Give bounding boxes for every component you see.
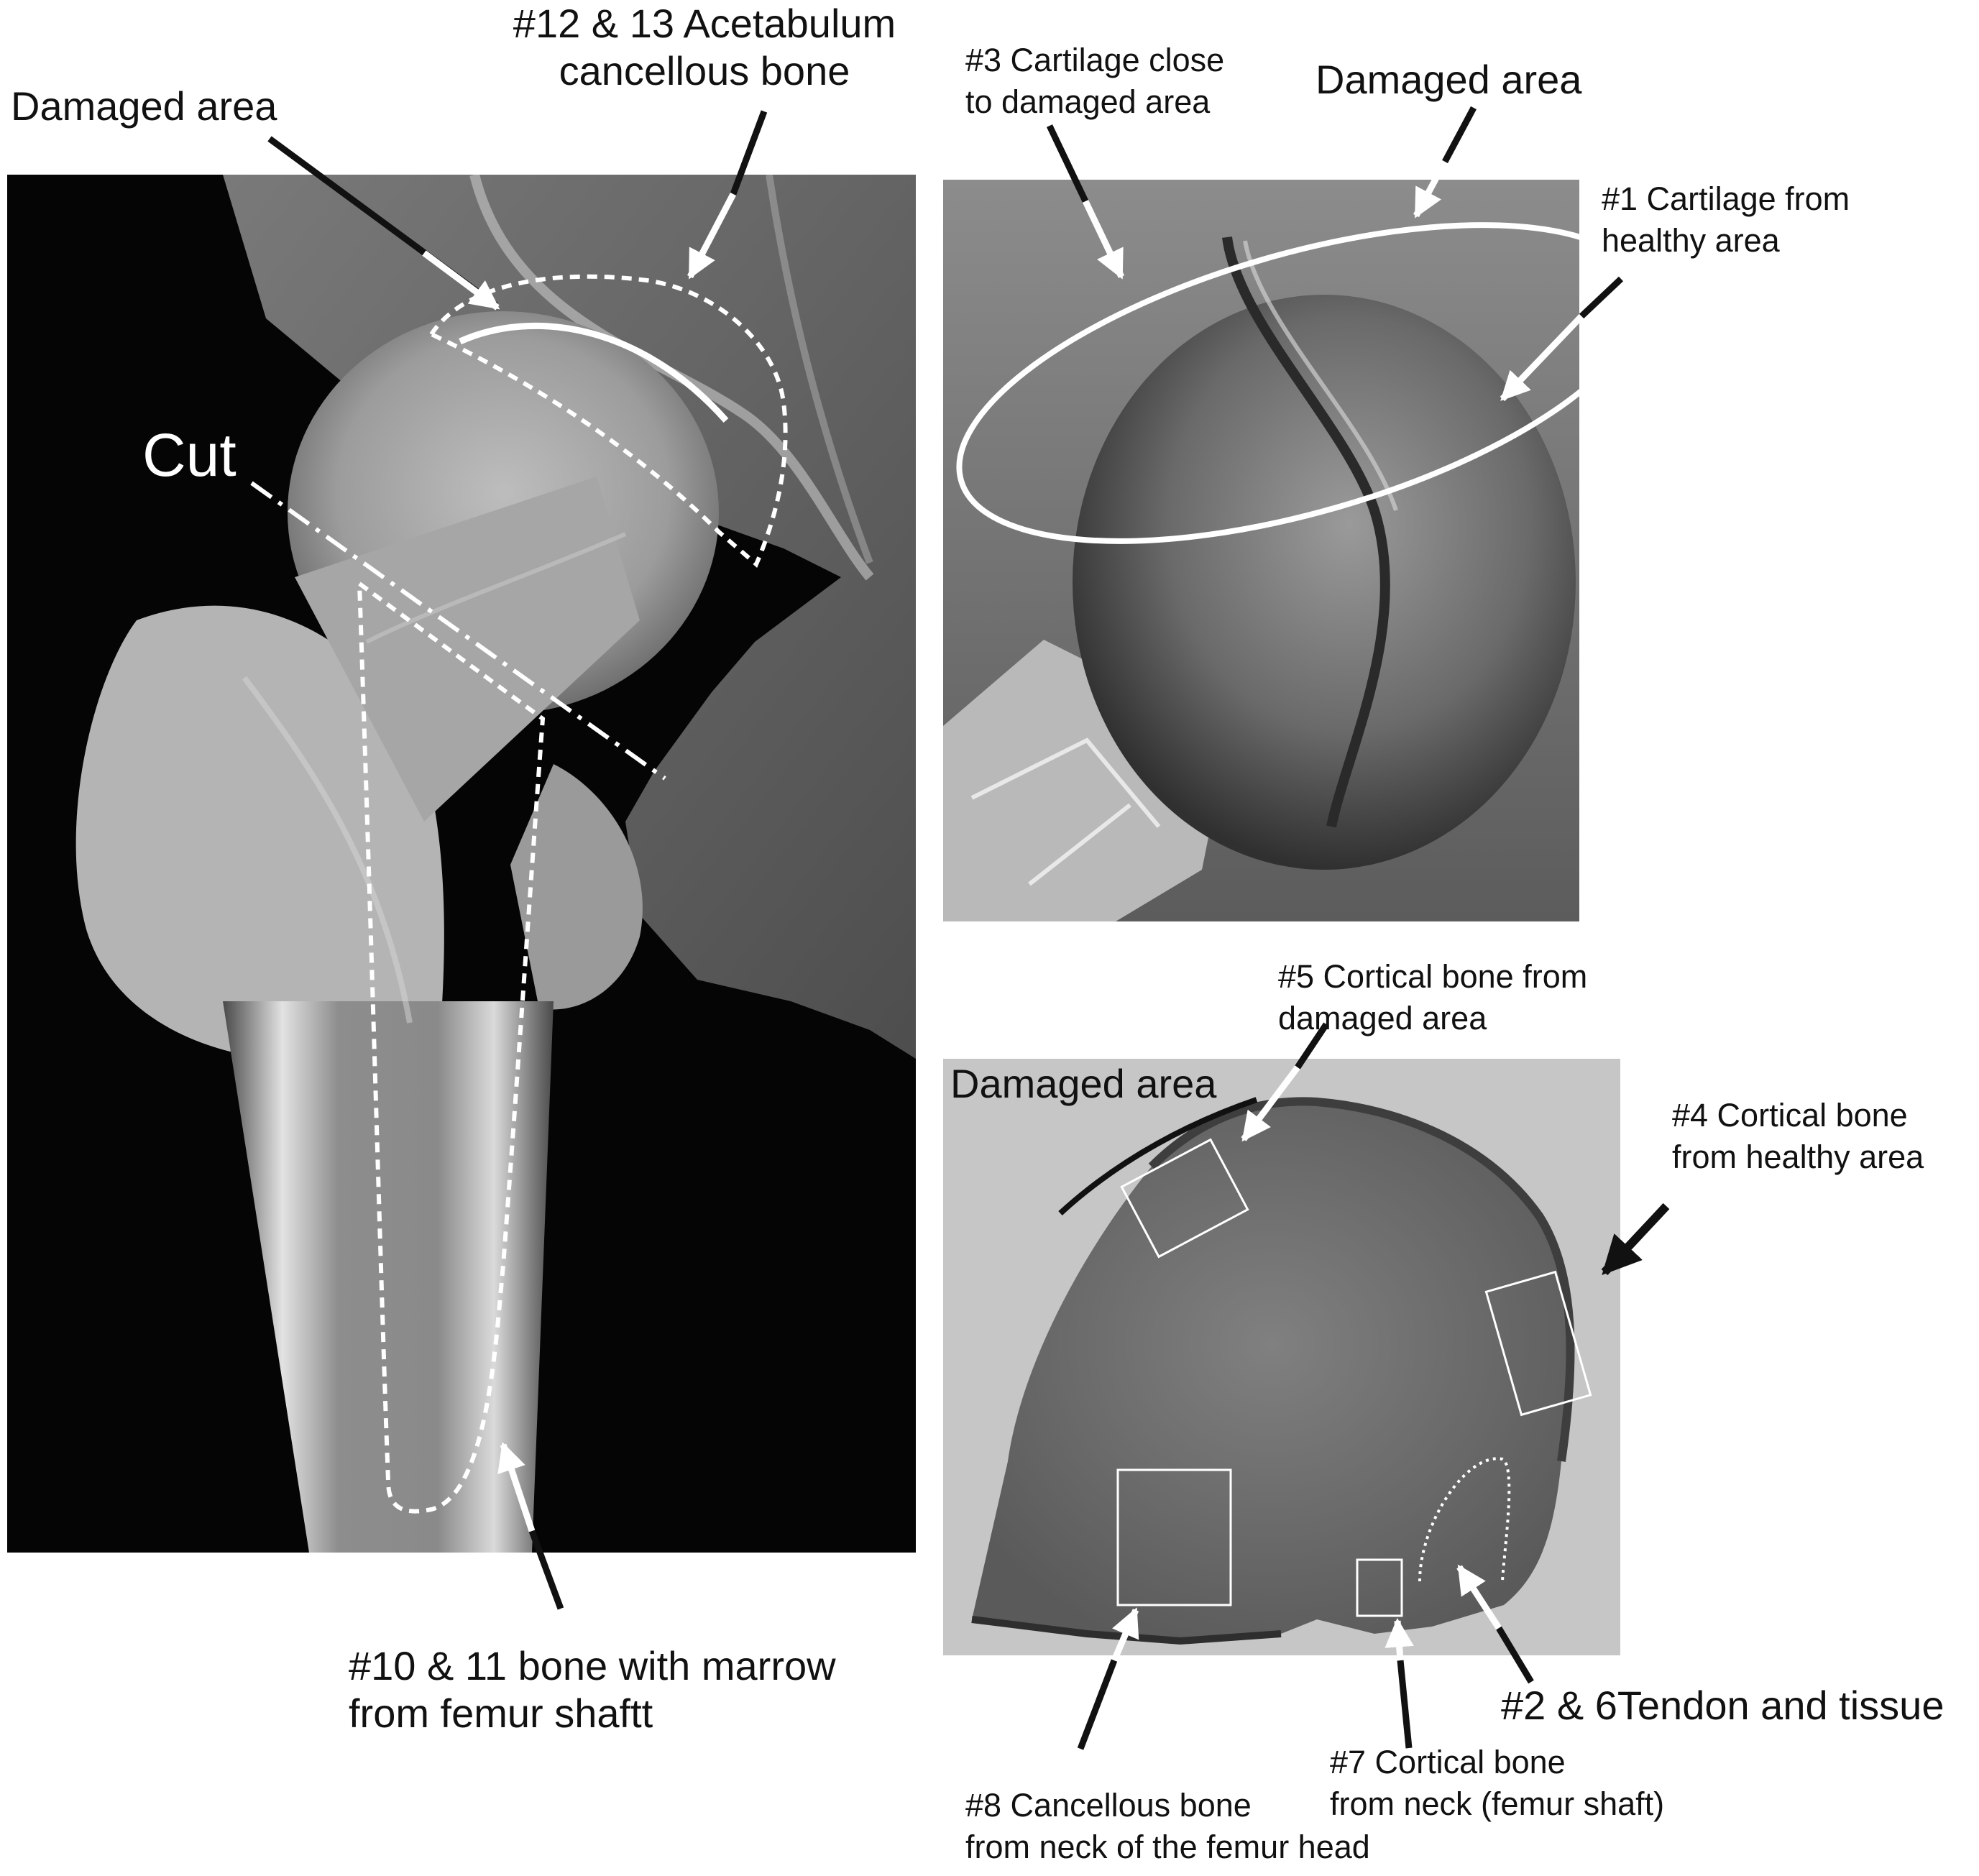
label-acetabulum-line1: #12 & 13 Acetabulum bbox=[513, 1, 896, 46]
femoral-head-photo bbox=[943, 180, 1579, 921]
label-cortical-neck: #7 Cortical bone from neck (femur shaft) bbox=[1330, 1742, 1664, 1825]
label-cancellous-neck-line2: from neck of the femur head bbox=[965, 1829, 1370, 1865]
foil-crease bbox=[970, 737, 1161, 886]
label-cortical-neck-line2: from neck (femur shaft) bbox=[1330, 1785, 1665, 1822]
label-shaft: #10 & 11 bone with marrow from femur sha… bbox=[349, 1642, 836, 1737]
label-damaged-head: Damaged area bbox=[1315, 57, 1582, 102]
label-shaft-line1: #10 & 11 bone with marrow bbox=[349, 1643, 836, 1688]
label-cartilage-damaged-line2: to damaged area bbox=[965, 83, 1211, 120]
arrow-cartilage-healthy bbox=[1579, 276, 1624, 319]
lesser-trochanter-shape bbox=[510, 764, 643, 1010]
label-cortical-damaged: #5 Cortical bone from damaged area bbox=[1278, 956, 1587, 1039]
label-cancellous-neck: #8 Cancellous bone from neck of the femu… bbox=[965, 1785, 1370, 1868]
label-damaged-xray: Damaged area bbox=[11, 83, 277, 129]
arrow-cortical-neck bbox=[1397, 1660, 1413, 1749]
label-cortical-healthy-line1: #4 Cortical bone bbox=[1672, 1097, 1908, 1134]
femoral-shaft-shape bbox=[223, 1001, 554, 1553]
label-cortical-healthy-line2: from healthy area bbox=[1672, 1139, 1924, 1175]
label-damaged-section: Damaged area bbox=[950, 1061, 1217, 1106]
label-cartilage-damaged: #3 Cartilage close to damaged area bbox=[965, 40, 1224, 123]
cross-section-photo bbox=[943, 1059, 1620, 1655]
arrow-cancellous-neck bbox=[1077, 1659, 1118, 1750]
section-photo-drawing bbox=[943, 1059, 1620, 1655]
label-cancellous-neck-line1: #8 Cancellous bone bbox=[965, 1787, 1252, 1824]
label-cortical-healthy: #4 Cortical bone from healthy area bbox=[1672, 1095, 1924, 1178]
label-cortical-damaged-line1: #5 Cortical bone from bbox=[1278, 958, 1588, 995]
pelvis-ridge-2 bbox=[766, 175, 873, 564]
xray-image bbox=[7, 175, 916, 1553]
label-cartilage-damaged-line1: #3 Cartilage close bbox=[965, 42, 1225, 78]
label-cortical-neck-line1: #7 Cortical bone bbox=[1330, 1744, 1566, 1780]
head-photo-drawing bbox=[943, 180, 1579, 921]
label-tendon: #2 & 6Tendon and tissue bbox=[1501, 1683, 1944, 1728]
label-cartilage-healthy: #1 Cartilage from healthy area bbox=[1602, 178, 1850, 262]
femoral-head-ball bbox=[1073, 295, 1576, 870]
arrow-damaged-head bbox=[1442, 106, 1477, 164]
label-cartilage-healthy-line2: healthy area bbox=[1602, 222, 1780, 259]
xray-drawing bbox=[75, 175, 916, 1553]
label-acetabulum-line2: cancellous bone bbox=[559, 48, 850, 93]
label-shaft-line2: from femur shaftt bbox=[349, 1691, 653, 1736]
label-cartilage-healthy-line1: #1 Cartilage from bbox=[1602, 180, 1850, 217]
label-cortical-damaged-line2: damaged area bbox=[1278, 1000, 1487, 1036]
label-acetabulum: #12 & 13 Acetabulum cancellous bone bbox=[489, 0, 920, 95]
label-cut: Cut bbox=[142, 421, 237, 489]
